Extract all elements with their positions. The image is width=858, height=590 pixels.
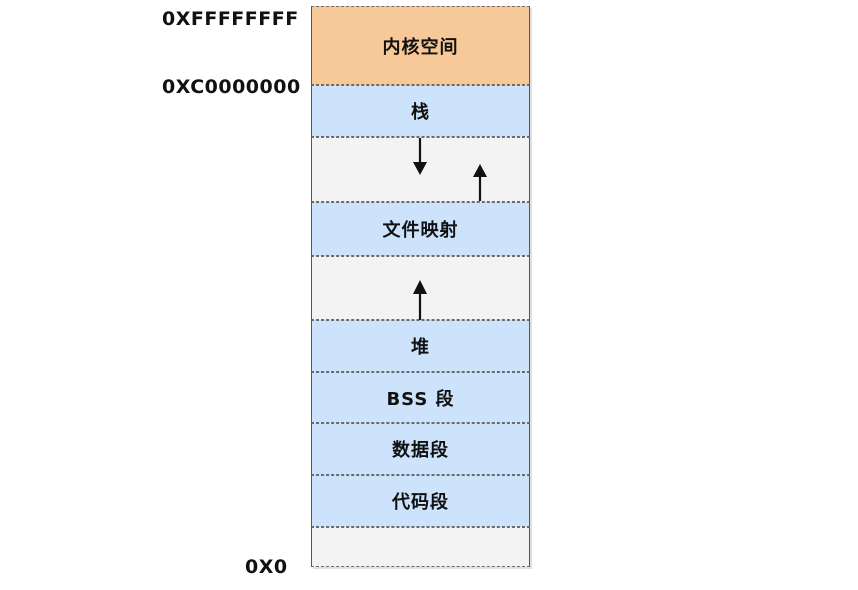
segment-label: 内核空间	[382, 36, 459, 58]
segment-label: 数据段	[392, 440, 449, 461]
segment-bss: BSS 段	[311, 372, 530, 423]
address-kernel-start-label: 0XC0000000	[162, 76, 301, 98]
segment-gap-mmap-heap	[311, 256, 530, 320]
address-top-label: 0XFFFFFFFF	[162, 8, 299, 30]
segment-label: 堆	[411, 337, 430, 358]
segment-label: BSS 段	[386, 388, 455, 410]
segment-label: 栈	[411, 102, 430, 123]
segment-label: 文件映射	[382, 220, 459, 241]
segment-reserved-bottom	[311, 527, 530, 567]
segment-heap: 堆	[311, 320, 530, 372]
segment-file-mapping: 文件映射	[311, 202, 530, 256]
segment-stack: 栈	[311, 85, 530, 137]
address-zero-label: 0X0	[245, 556, 288, 578]
segment-kernel-space: 内核空间	[311, 6, 530, 85]
segment-text: 代码段	[311, 475, 530, 527]
segment-label: 代码段	[392, 492, 449, 513]
segment-gap-stack-mmap	[311, 137, 530, 202]
segment-data: 数据段	[311, 423, 530, 475]
